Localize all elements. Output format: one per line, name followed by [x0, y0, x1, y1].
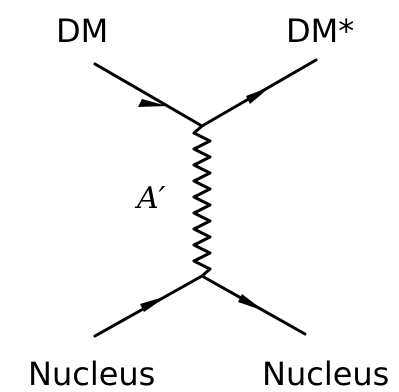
outgoing-nucleus-label: Nucleus [262, 355, 389, 392]
outgoing-dm-arrow [246, 87, 270, 104]
incoming-nucleus-label: Nucleus [28, 355, 155, 392]
incoming-nucleus-arrow [140, 296, 167, 312]
incoming-dm-line [93, 62, 204, 128]
outgoing-dm-star-label: DM* [286, 12, 354, 50]
incoming-dm-arrow [138, 99, 167, 107]
dark-photon-label: A′ [134, 181, 166, 216]
dark-photon-propagator [192, 124, 212, 278]
incoming-dm-label: DM [56, 12, 108, 50]
outgoing-nucleus-arrow [238, 294, 264, 311]
